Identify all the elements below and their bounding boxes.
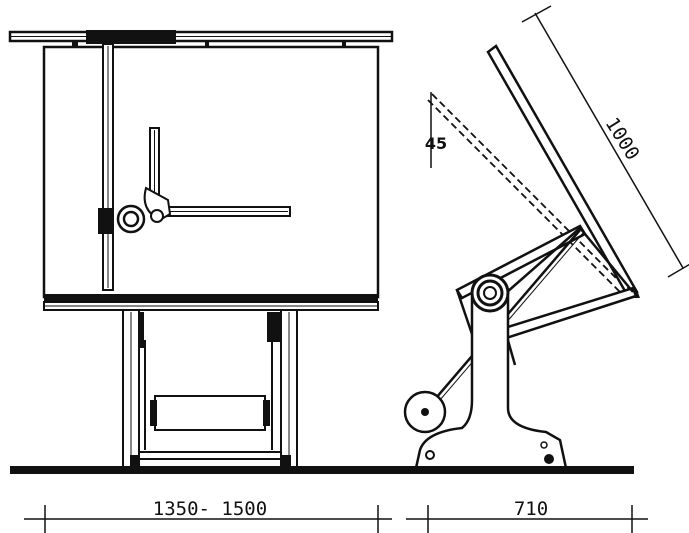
board-length-label: 1000 [601, 114, 644, 164]
top-rail [8, 30, 394, 47]
drafting-head [98, 127, 291, 234]
vertical-straightedge [102, 43, 114, 291]
tilted-board-outline [427, 93, 629, 297]
board-length-dimension [521, 5, 689, 278]
front-view [8, 30, 394, 469]
width-dimension [24, 505, 392, 533]
pivot-hub [470, 273, 510, 313]
board-tray [43, 294, 379, 311]
tilt-angle-label: 45 [425, 134, 447, 153]
side-view [403, 5, 689, 470]
drawing-board [42, 45, 380, 299]
left-leg [122, 309, 146, 469]
foot-pedal [150, 395, 270, 431]
lower-crossbar [138, 451, 282, 460]
depth-dimension-label: 710 [514, 498, 548, 520]
width-dimension-label: 1350- 1500 [153, 498, 267, 520]
right-leg [267, 309, 298, 469]
pedestal [414, 296, 568, 470]
floor-line [10, 466, 634, 474]
depth-dimension [406, 505, 648, 533]
